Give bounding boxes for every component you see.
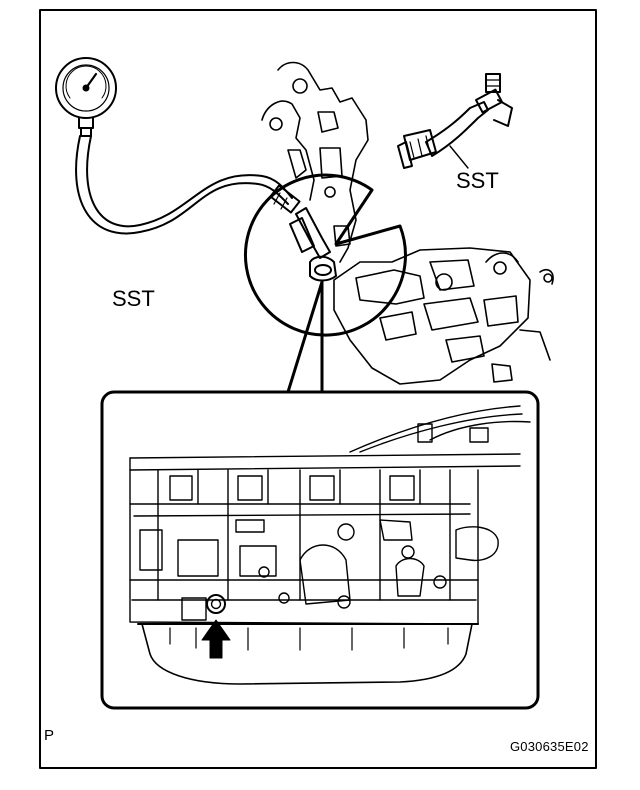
sst-adapter-label: SST xyxy=(456,168,499,193)
corner-mark: P xyxy=(44,727,55,744)
sst-hose xyxy=(75,135,301,235)
pressure-gauge xyxy=(55,57,117,137)
transmission-housing xyxy=(261,61,554,385)
detail-callout-circle xyxy=(243,173,407,337)
outer-border xyxy=(39,9,597,769)
lower-inset-frame xyxy=(100,390,540,710)
sst-adapter-detail xyxy=(397,73,513,169)
sst-adapter-installed xyxy=(289,207,337,282)
up-arrow-icon xyxy=(201,619,231,659)
figure-code: G030635E02 xyxy=(510,739,589,754)
valve-body-oil-pan xyxy=(129,405,531,685)
inset-pointer xyxy=(286,280,324,394)
sst-hose-label: SST xyxy=(112,286,155,311)
